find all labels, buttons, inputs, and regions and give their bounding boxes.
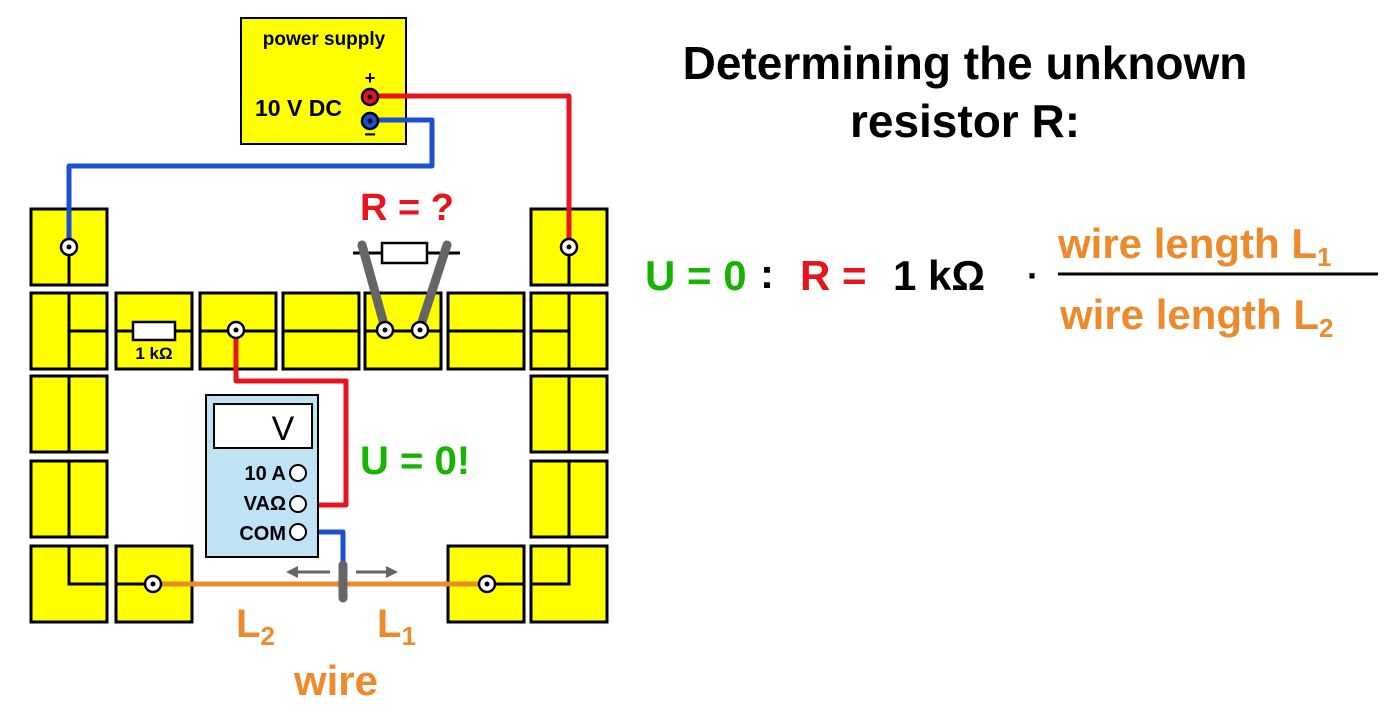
formula-dot: ·	[1027, 255, 1039, 296]
port-vaohm	[289, 495, 307, 513]
minus-sign: −	[364, 124, 376, 146]
formula-constant: 1 kΩ	[893, 252, 985, 299]
formula-lhs: R =	[800, 252, 867, 299]
port-10a	[289, 464, 307, 482]
voltmeter: V 10 A VAΩ COM	[205, 394, 319, 558]
plus-sign: +	[365, 68, 376, 88]
power-supply-label: power supply	[263, 29, 386, 50]
blue-wire-supply	[66, 117, 435, 246]
power-supply: power supply 10 V DC + −	[240, 17, 407, 146]
voltmeter-display	[213, 403, 313, 449]
socket-dots	[66, 94, 572, 587]
balance-note: U = 0!	[360, 439, 470, 483]
unknown-resistor-label: R = ?	[360, 187, 454, 229]
power-supply-voltage: 10 V DC	[255, 95, 342, 121]
label-l1: L1	[377, 602, 416, 651]
voltmeter-display-text: V	[272, 410, 295, 448]
port-10a-label: 10 A	[244, 463, 286, 485]
formula-numerator: wire length L1	[1057, 220, 1331, 272]
unknown-resistor: R = ?	[353, 187, 460, 333]
slide-arrows	[286, 566, 398, 578]
resistor-1k-symbol: 1 kΩ	[131, 320, 177, 363]
formula-colon: :	[760, 250, 774, 297]
formula-condition: U = 0	[645, 252, 747, 299]
label-l2: L2	[236, 602, 275, 651]
formula: U = 0 : R = 1 kΩ · wire length L1 wire l…	[645, 220, 1378, 343]
red-wire-supply	[372, 93, 572, 246]
red-wire-meter	[233, 330, 349, 508]
label-wire: wire	[293, 657, 378, 704]
page-title-line-2: resistor R:	[849, 95, 1081, 147]
resistor-1k-label: 1 kΩ	[135, 344, 172, 363]
page-title-line-1: Determining the unknown	[682, 37, 1248, 89]
port-vaohm-label: VAΩ	[244, 493, 286, 515]
port-com-label: COM	[239, 523, 286, 545]
port-com	[289, 523, 307, 541]
formula-denominator: wire length L2	[1059, 291, 1333, 343]
